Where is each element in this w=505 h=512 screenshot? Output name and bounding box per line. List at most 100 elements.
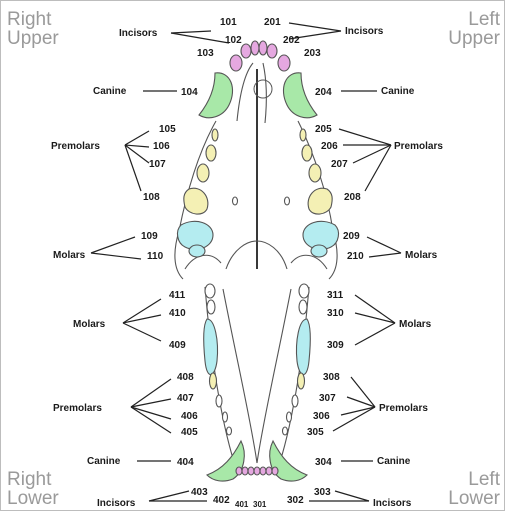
tooth-number-411: 411 <box>169 290 186 301</box>
molar-311-tooth <box>299 284 309 298</box>
premolar-307-tooth <box>292 395 298 407</box>
premolar-205-tooth <box>300 129 306 141</box>
leader-line <box>131 407 171 419</box>
label-premolars-lower-right: Premolars <box>53 403 102 414</box>
label-premolars-upper-right: Premolars <box>51 141 100 152</box>
tooth-number-102: 102 <box>225 35 242 46</box>
premolar-108-tooth <box>184 188 208 214</box>
palate-outline <box>237 63 253 121</box>
leader-line <box>91 253 141 259</box>
molar-409-tooth <box>204 319 218 375</box>
leader-line <box>369 253 401 257</box>
lower-incisor-tooth <box>272 467 278 475</box>
tooth-number-405: 405 <box>181 427 198 438</box>
label-premolars-lower-left: Premolars <box>379 403 428 414</box>
tooth-number-207: 207 <box>331 159 348 170</box>
label-incisors-right: Incisors <box>119 28 158 39</box>
lower-incisor-tooth <box>248 467 254 475</box>
leader-line <box>365 145 391 191</box>
tooth-number-309: 309 <box>327 340 344 351</box>
tooth-number-305: 305 <box>307 427 324 438</box>
molar-110-tooth <box>189 245 205 257</box>
premolar-308-tooth <box>298 373 305 389</box>
molar-410-tooth <box>207 300 215 314</box>
tooth-number-301: 301 <box>253 500 267 509</box>
leader-line <box>355 323 395 345</box>
tooth-number-303: 303 <box>314 487 331 498</box>
leader-line <box>333 407 375 431</box>
tooth-number-101: 101 <box>220 17 237 28</box>
label-incisors-lower-right: Incisors <box>97 498 136 509</box>
mandible-right <box>223 289 257 463</box>
tooth-number-110: 110 <box>147 251 164 262</box>
lower-incisor-tooth <box>260 467 266 475</box>
tooth-number-307: 307 <box>319 393 336 404</box>
lower-incisor-tooth <box>236 467 242 475</box>
tooth-number-308: 308 <box>323 372 340 383</box>
premolar-306-tooth <box>287 412 292 422</box>
canine-104-tooth <box>199 73 233 118</box>
leader-line <box>335 491 369 501</box>
tooth-number-106: 106 <box>153 141 170 152</box>
label-canine-lower-left: Canine <box>377 456 411 467</box>
tooth-number-107: 107 <box>149 159 166 170</box>
palate-arch <box>291 255 327 269</box>
tooth-number-409: 409 <box>169 340 186 351</box>
premolar-208-tooth <box>308 188 332 214</box>
label-incisors-left: Incisors <box>345 26 384 37</box>
incisor-201-tooth <box>259 41 267 55</box>
leader-line <box>171 31 211 33</box>
tooth-number-408: 408 <box>177 372 194 383</box>
leader-line <box>125 131 149 145</box>
leader-line <box>355 295 395 323</box>
premolar-107-tooth <box>197 164 209 182</box>
label-premolars-upper-left: Premolars <box>394 141 443 152</box>
leader-line <box>125 145 149 147</box>
tooth-number-201: 201 <box>264 17 281 28</box>
tooth-number-407: 407 <box>177 393 194 404</box>
leader-line <box>339 129 391 145</box>
lower-incisor-tooth <box>254 467 260 475</box>
foramen-mark <box>285 197 290 205</box>
tooth-number-105: 105 <box>159 124 176 135</box>
tooth-number-410: 410 <box>169 308 186 319</box>
tooth-number-202: 202 <box>283 35 300 46</box>
leader-line <box>171 33 229 43</box>
tooth-number-204: 204 <box>315 87 332 98</box>
label-canine-upper-right: Canine <box>93 86 127 97</box>
tooth-number-103: 103 <box>197 48 214 59</box>
premolar-406-tooth <box>223 412 228 422</box>
premolar-207-tooth <box>309 164 321 182</box>
leader-line <box>91 237 135 253</box>
label-molars-upper-right: Molars <box>53 250 86 261</box>
label-incisors-lower-left: Incisors <box>373 498 412 509</box>
tooth-number-304: 304 <box>315 457 332 468</box>
tooth-number-311: 311 <box>327 290 344 301</box>
tooth-number-404: 404 <box>177 457 194 468</box>
tooth-number-306: 306 <box>313 411 330 422</box>
tooth-number-205: 205 <box>315 124 332 135</box>
palate-arch <box>185 255 221 269</box>
label-canine-upper-left: Canine <box>381 86 415 97</box>
leader-line <box>123 323 161 341</box>
incisor-101-tooth <box>251 41 259 55</box>
molar-310-tooth <box>299 300 307 314</box>
tooth-number-208: 208 <box>344 192 361 203</box>
tooth-number-402: 402 <box>213 495 230 506</box>
premolar-206-tooth <box>302 145 312 161</box>
premolar-106-tooth <box>206 145 216 161</box>
tooth-number-209: 209 <box>343 231 360 242</box>
tooth-number-206: 206 <box>321 141 338 152</box>
tooth-number-109: 109 <box>141 231 158 242</box>
label-canine-lower-right: Canine <box>87 456 121 467</box>
leader-line <box>131 407 171 433</box>
mandible-left <box>257 289 291 463</box>
tooth-number-203: 203 <box>304 48 321 59</box>
lower-incisor-tooth <box>266 467 272 475</box>
molar-309-tooth <box>296 319 310 375</box>
incisor-102-tooth <box>241 44 251 58</box>
premolar-305-tooth <box>283 427 288 435</box>
tooth-number-210: 210 <box>347 251 364 262</box>
premolar-408-tooth <box>210 373 217 389</box>
